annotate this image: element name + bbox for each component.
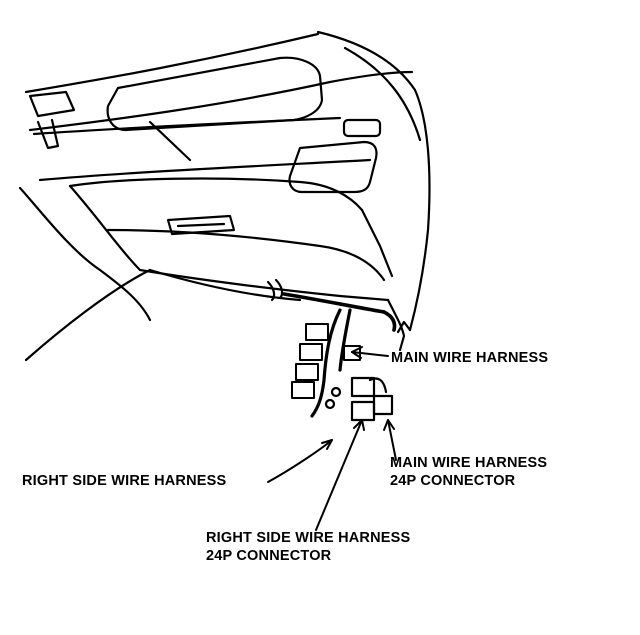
left-air-vent xyxy=(28,90,76,150)
windshield-pillar xyxy=(316,30,431,334)
label-main-wire-harness-connector-line1: MAIN WIRE HARNESS xyxy=(390,455,548,471)
glove-box xyxy=(68,177,394,302)
upper-dashboard xyxy=(24,32,414,182)
label-right-side-wire-harness-connector-line1: RIGHT SIDE WIRE HARNESS xyxy=(206,530,411,546)
label-right-side-wire-harness-connector-line2: 24P CONNECTOR xyxy=(206,548,332,564)
label-right-side-wire-harness: RIGHT SIDE WIRE HARNESS xyxy=(22,473,227,489)
main-wire-harness-route xyxy=(282,292,397,332)
leader-lines xyxy=(267,346,397,531)
label-main-wire-harness-connector-line2: 24P CONNECTOR xyxy=(390,473,516,489)
label-main-wire-harness: MAIN WIRE HARNESS xyxy=(391,350,549,366)
relay-connectors xyxy=(291,323,361,399)
right-air-vent xyxy=(288,118,382,194)
connector-pair xyxy=(324,376,394,422)
lower-dash xyxy=(18,186,406,362)
right-side-harness-route xyxy=(310,308,352,418)
